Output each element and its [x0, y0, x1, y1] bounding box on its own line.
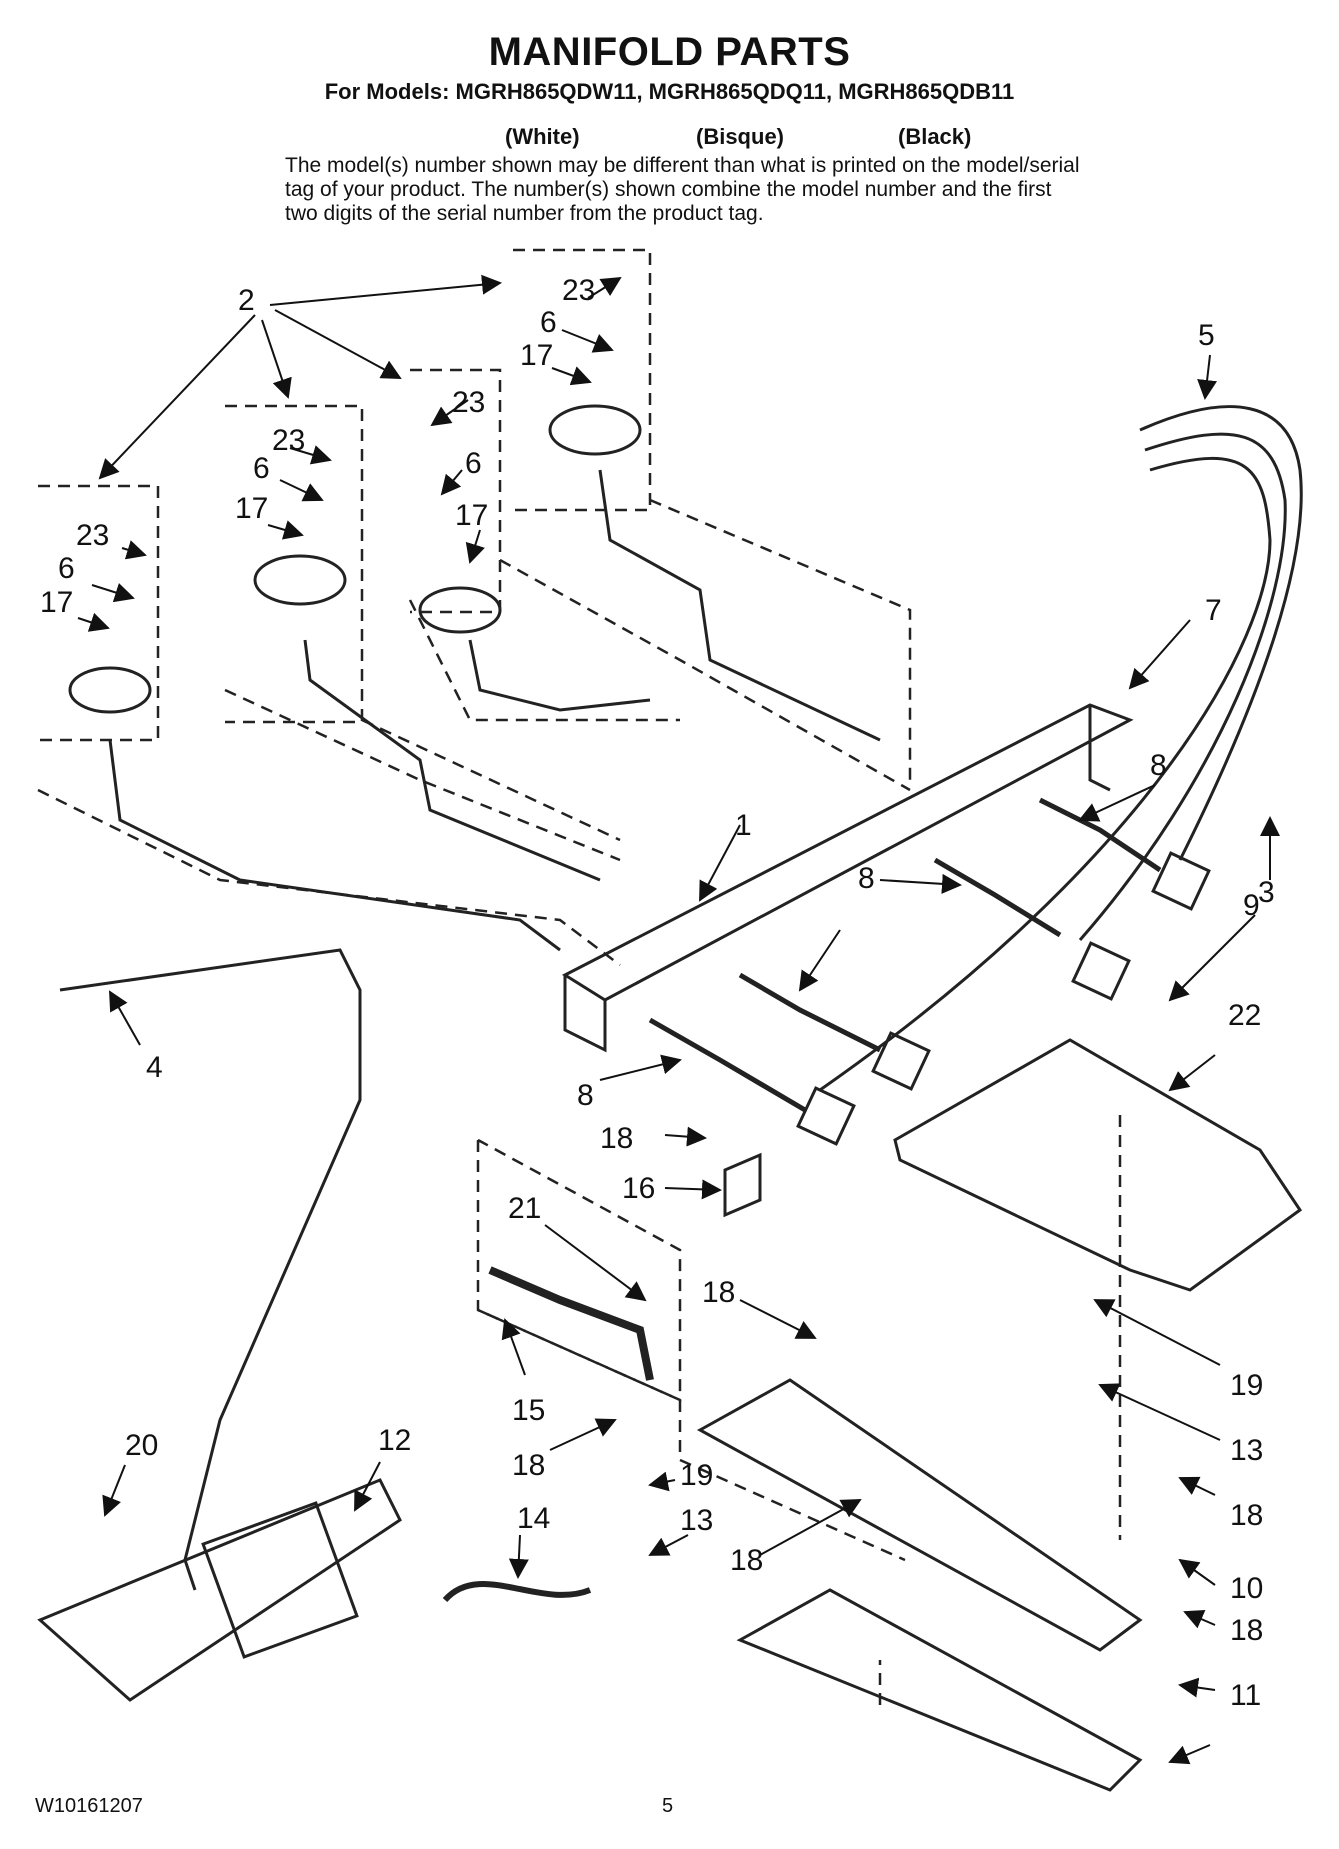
callout-22: 22 [1228, 999, 1261, 1032]
callout-4: 4 [146, 1051, 163, 1084]
callout-18-c: 18 [512, 1449, 545, 1482]
callout-17-d: 17 [520, 339, 553, 372]
group-box-front-left [38, 484, 160, 742]
callout-12: 12 [378, 1424, 411, 1457]
regulator-body [201, 1501, 359, 1659]
manifold-bracket [1088, 705, 1111, 792]
valve-stem-3 [933, 857, 1062, 938]
callout-18-a: 18 [600, 1122, 633, 1155]
document-number: W10161207 [35, 1795, 143, 1817]
model-note: The model(s) number shown may be differe… [285, 154, 1080, 225]
switch-1 [796, 1086, 856, 1146]
burner-head-4 [548, 404, 642, 456]
switch-2 [871, 1031, 931, 1091]
callout-13-a: 13 [1230, 1434, 1263, 1467]
callout-17-c: 17 [455, 499, 488, 532]
callout-19-a: 19 [1230, 1369, 1263, 1402]
hose [442, 1581, 592, 1603]
tube-front-right [468, 639, 651, 712]
color-bisque-label: (Bisque) [696, 124, 784, 149]
burner-head-2 [253, 554, 347, 606]
switch-3 [1071, 941, 1131, 1001]
bracket [723, 1152, 762, 1218]
callout-1: 1 [735, 809, 752, 842]
parts-line-art [37, 404, 1303, 1792]
models-line: For Models: MGRH865QDW11, MGRH865QDQ11, … [324, 79, 1015, 104]
callout-16: 16 [622, 1172, 655, 1205]
regulator-base [37, 1478, 402, 1702]
wire-harness [1139, 405, 1303, 861]
shield [893, 1038, 1303, 1292]
callout-8-a: 8 [1150, 749, 1167, 782]
oven-burner-upper [696, 1378, 1143, 1652]
callout-17-a: 17 [40, 586, 73, 619]
oven-burner-lower [736, 1588, 1143, 1792]
switch-4 [1151, 851, 1211, 911]
callout-6-b: 6 [253, 452, 270, 485]
color-black-label: (Black) [898, 124, 972, 149]
callout-23-b: 23 [272, 424, 305, 457]
burner-head-1 [68, 666, 152, 714]
valve-stem-2 [738, 972, 882, 1053]
group-box-front-right [410, 368, 502, 614]
gas-line [59, 948, 362, 1591]
page-number: 5 [662, 1795, 674, 1817]
callout-8-b: 8 [858, 862, 875, 895]
page-header: MANIFOLD PARTS For Models: MGRH865QDW11,… [0, 30, 1339, 105]
manifold-rail [561, 703, 1134, 1002]
callout-15: 15 [512, 1394, 545, 1427]
callout-23-a: 23 [76, 519, 109, 552]
callout-leaders [77, 274, 1280, 1765]
callout-7: 7 [1205, 594, 1222, 627]
tube-rear-right [598, 469, 881, 742]
page-title: MANIFOLD PARTS [488, 30, 851, 74]
callout-18-e: 18 [730, 1544, 763, 1577]
valve-stem-1 [648, 1017, 807, 1113]
elbow-tube [488, 1266, 654, 1381]
callout-18-b: 18 [702, 1276, 735, 1309]
callout-13-b: 13 [680, 1504, 713, 1537]
callout-10: 10 [1230, 1572, 1263, 1605]
callout-2: 2 [238, 284, 255, 317]
callout-6-a: 6 [58, 552, 75, 585]
callout-23-d: 23 [562, 274, 595, 307]
callout-6-c: 6 [465, 447, 482, 480]
callout-8-c: 8 [577, 1079, 594, 1112]
callout-9: 9 [1243, 889, 1260, 922]
callout-labels: 2 5 7 8 8 8 1 3 9 22 4 18 16 21 18 19 13… [40, 274, 1275, 1712]
callout-20: 20 [125, 1429, 158, 1462]
manifold-rail-end [563, 975, 607, 1053]
callout-19-b: 19 [680, 1459, 713, 1492]
callout-3: 3 [1258, 876, 1275, 909]
callout-6-d: 6 [540, 306, 557, 339]
callout-18-d: 18 [1230, 1499, 1263, 1532]
callout-11: 11 [1230, 1679, 1261, 1712]
callout-14: 14 [517, 1502, 550, 1535]
valve-stem-4 [1038, 797, 1162, 873]
dashed-group-outlines [37, 248, 1122, 1705]
group-box-rear-right [513, 248, 652, 512]
callout-18-f: 18 [1230, 1614, 1263, 1647]
callout-21: 21 [508, 1192, 541, 1225]
burner-head-3 [418, 586, 502, 634]
tube-front-left [108, 739, 561, 952]
color-white-label: (White) [505, 124, 580, 149]
callout-23-c: 23 [452, 386, 485, 419]
group-box-rear-left [225, 404, 364, 724]
callout-5: 5 [1198, 319, 1215, 352]
callout-17-b: 17 [235, 492, 268, 525]
tube-rear-left [303, 639, 601, 882]
